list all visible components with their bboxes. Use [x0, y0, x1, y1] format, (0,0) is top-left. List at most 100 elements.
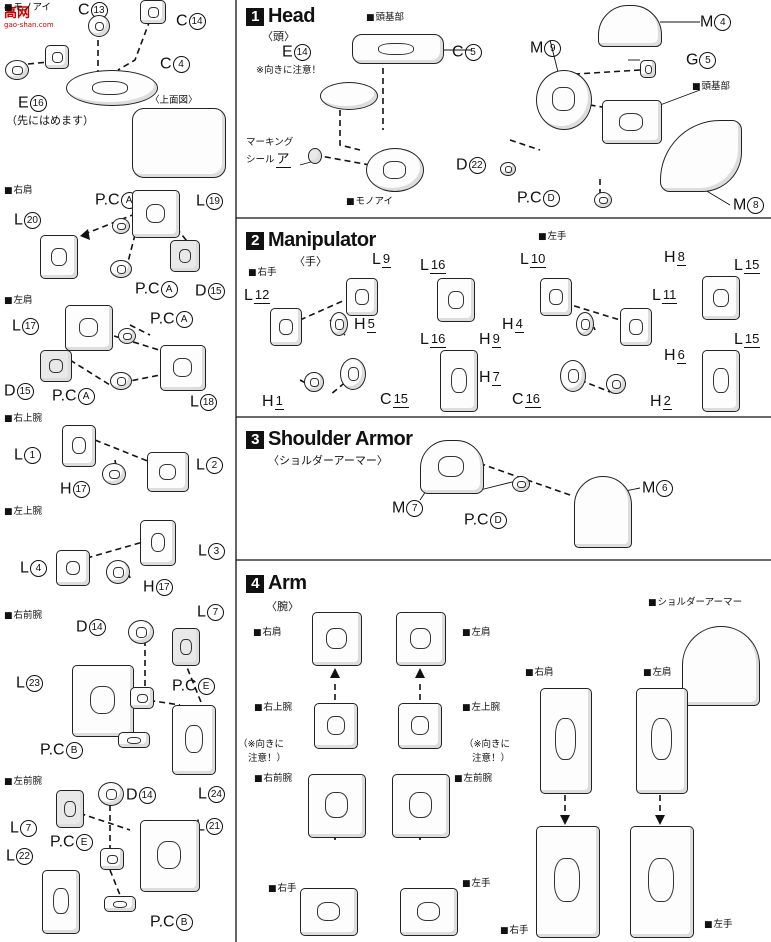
- part-pca-4: [110, 372, 132, 390]
- note-right-2: 注意！）: [248, 753, 287, 764]
- part-m9: [536, 70, 592, 130]
- part-pcd-3: [512, 476, 530, 492]
- label-right-upper-arm: 右上腕: [254, 703, 293, 713]
- part-l12: [270, 308, 302, 346]
- part-h1: [304, 372, 324, 392]
- part-c16: [560, 360, 586, 392]
- note-left-2: 注意！）: [472, 753, 511, 764]
- part-hand-h6: [702, 350, 740, 412]
- part-l24: [172, 705, 216, 775]
- part-e16: [5, 60, 29, 80]
- right-hand-title: 右手: [248, 268, 277, 278]
- head-base-label-2: 頭基部: [692, 82, 731, 92]
- part-right-shoulder: [312, 612, 362, 666]
- part-right-hand: [300, 888, 358, 936]
- section-4-subtitle: 〈腕〉: [266, 600, 299, 613]
- part-hand-l16a: [437, 278, 475, 322]
- part-l7: [172, 628, 200, 666]
- topview-label: 〈上面図〉: [150, 95, 198, 106]
- part-pca-2: [110, 260, 132, 278]
- part-left-forearm: [392, 774, 450, 838]
- part-l7-left: [56, 790, 84, 828]
- e16-note: （先にはめます）: [6, 114, 94, 127]
- part-l1: [62, 425, 96, 467]
- part-l23: [72, 665, 134, 737]
- note-left-1: （※向きに: [464, 739, 510, 750]
- part-pce-left: [100, 848, 124, 870]
- part-c5: [352, 34, 444, 64]
- monoeye-label: モノアイ: [4, 3, 52, 13]
- part-left-shoulder: [396, 612, 446, 666]
- part-m4: [598, 5, 662, 47]
- part-l17: [65, 305, 113, 351]
- part-right-lower-assembly: [536, 826, 600, 938]
- section-2-subtitle: 〈手〉: [294, 255, 327, 268]
- label-right-shoulder: 右肩: [253, 628, 282, 638]
- part-head-base: [602, 100, 662, 144]
- part-d15-left: [40, 350, 72, 382]
- right-upper-arm-title: 右上腕: [4, 414, 43, 424]
- part-m8: [660, 120, 742, 192]
- part-l19: [132, 190, 180, 238]
- section-3-subtitle: 〈ショルダーアーマー〉: [268, 454, 388, 467]
- part-pcd: [594, 192, 612, 208]
- part-l2: [147, 452, 189, 492]
- part-d15: [170, 240, 200, 272]
- part-h17-left: [106, 560, 130, 584]
- part-h2: [606, 374, 626, 394]
- part-hand-l16b: [440, 350, 478, 412]
- part-h5: [330, 312, 348, 336]
- part-monoeye: [366, 148, 424, 192]
- label-left-hand-2: 左手: [704, 920, 733, 930]
- section-1-subtitle: 〈頭〉: [262, 30, 295, 43]
- part-shoulder-armor: [682, 626, 760, 706]
- label-left-hand: 左手: [462, 879, 491, 889]
- part-c15: [340, 358, 366, 390]
- label-right-hand-2: 右手: [500, 926, 529, 936]
- part-pca: [112, 218, 130, 234]
- part-l10: [540, 278, 572, 316]
- right-forearm-title: 右前腕: [4, 611, 43, 621]
- part-left-upper-arm: [398, 703, 442, 749]
- part-l21: [140, 820, 200, 892]
- seal-label: シールア: [246, 151, 291, 168]
- part-pca-3: [118, 328, 136, 344]
- part-c14-small: [45, 45, 69, 69]
- part-l3: [140, 520, 176, 566]
- part-l11: [620, 308, 652, 346]
- head-base-label: 頭基部: [366, 13, 405, 23]
- label-left-forearm: 左前腕: [454, 774, 493, 784]
